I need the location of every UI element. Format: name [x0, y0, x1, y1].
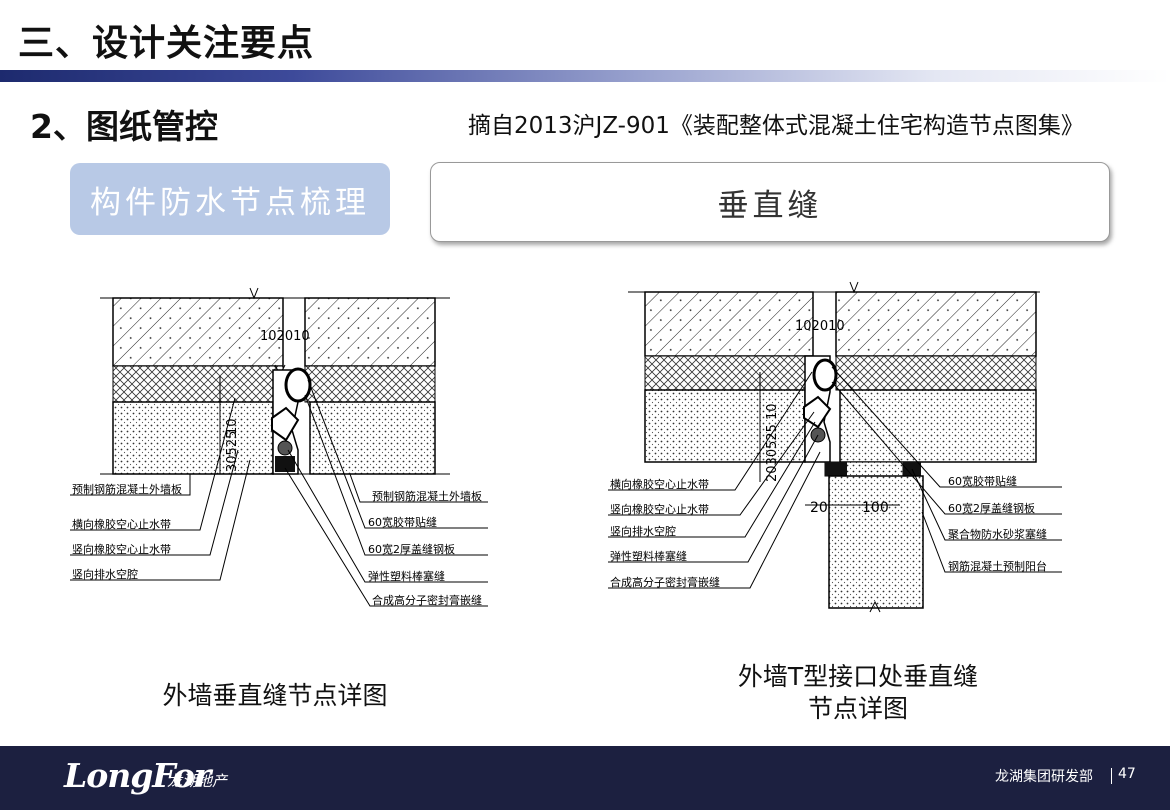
- label-right-4: 弹性塑料棒塞缝: [368, 569, 445, 583]
- dimension-bottom-a: 20: [810, 500, 828, 516]
- caption-right: 外墙T型接口处垂直缝 节点详图: [690, 661, 1026, 725]
- page-number: 47: [1118, 766, 1136, 782]
- dimension-bottom-b: 100: [862, 500, 889, 516]
- dimension-top: 102010: [795, 319, 845, 334]
- label-left-3: 竖向排水空腔: [610, 524, 676, 538]
- vertical-joint-drawing: 102010 10 30525 预制钢筋混凝土外墙板 横向橡胶空心止水带 竖向橡…: [70, 287, 488, 607]
- footer-bar: [0, 746, 1170, 810]
- company-logo-cn: 龙湖地产: [167, 772, 228, 790]
- label-left-3: 竖向橡胶空心止水带: [72, 542, 171, 556]
- label-left-5: 合成高分子密封膏嵌缝: [610, 575, 720, 589]
- source-note: 摘自2013沪JZ-901《装配整体式混凝土住宅构造节点图集》: [468, 113, 1084, 139]
- label-right-2: 60宽胶带贴缝: [368, 515, 437, 529]
- title-gradient-bar: [0, 70, 1170, 82]
- label-right-5: 合成高分子密封膏嵌缝: [372, 593, 482, 607]
- label-right-4: 钢筋混凝土预制阳台: [948, 559, 1047, 573]
- label-left-4: 竖向排水空腔: [72, 567, 138, 581]
- caption-right-line1: 外墙T型接口处垂直缝: [737, 662, 979, 691]
- company-logo: LongFor: [64, 756, 211, 795]
- footer-org: 龙湖集团研发部: [995, 769, 1093, 785]
- label-right-3: 60宽2厚盖缝钢板: [368, 542, 455, 556]
- category-tag: 构件防水节点梳理: [70, 163, 390, 235]
- label-left-1: 预制钢筋混凝土外墙板: [72, 482, 182, 496]
- slide-title: 三、设计关注要点: [18, 23, 315, 64]
- topic-box: 垂直缝: [430, 162, 1110, 242]
- label-left-2: 竖向橡胶空心止水带: [610, 502, 709, 516]
- footer-separator: [1111, 768, 1112, 784]
- label-left-1: 横向橡胶空心止水带: [610, 477, 709, 491]
- caption-right-line2: 节点详图: [807, 694, 908, 723]
- label-right-3: 聚合物防水砂浆塞缝: [948, 527, 1047, 541]
- t-joint-vertical-joint-drawing: 102010 10 2030525 20 100 横向橡胶空心止水带 竖向橡胶空…: [608, 281, 1062, 613]
- dimension-side-a: 10: [765, 403, 780, 420]
- label-left-4: 弹性塑料棒塞缝: [610, 549, 687, 563]
- dimension-top: 102010: [260, 329, 310, 344]
- caption-left: 外墙垂直缝节点详图: [162, 681, 388, 710]
- label-right-2: 60宽2厚盖缝钢板: [948, 501, 1035, 515]
- label-left-2: 横向橡胶空心止水带: [72, 517, 171, 531]
- label-right-1: 预制钢筋混凝土外墙板: [372, 489, 482, 503]
- dimension-side-b: 30525: [225, 431, 240, 472]
- section-heading: 2、图纸管控: [30, 107, 218, 146]
- label-right-1: 60宽胶带贴缝: [948, 474, 1017, 488]
